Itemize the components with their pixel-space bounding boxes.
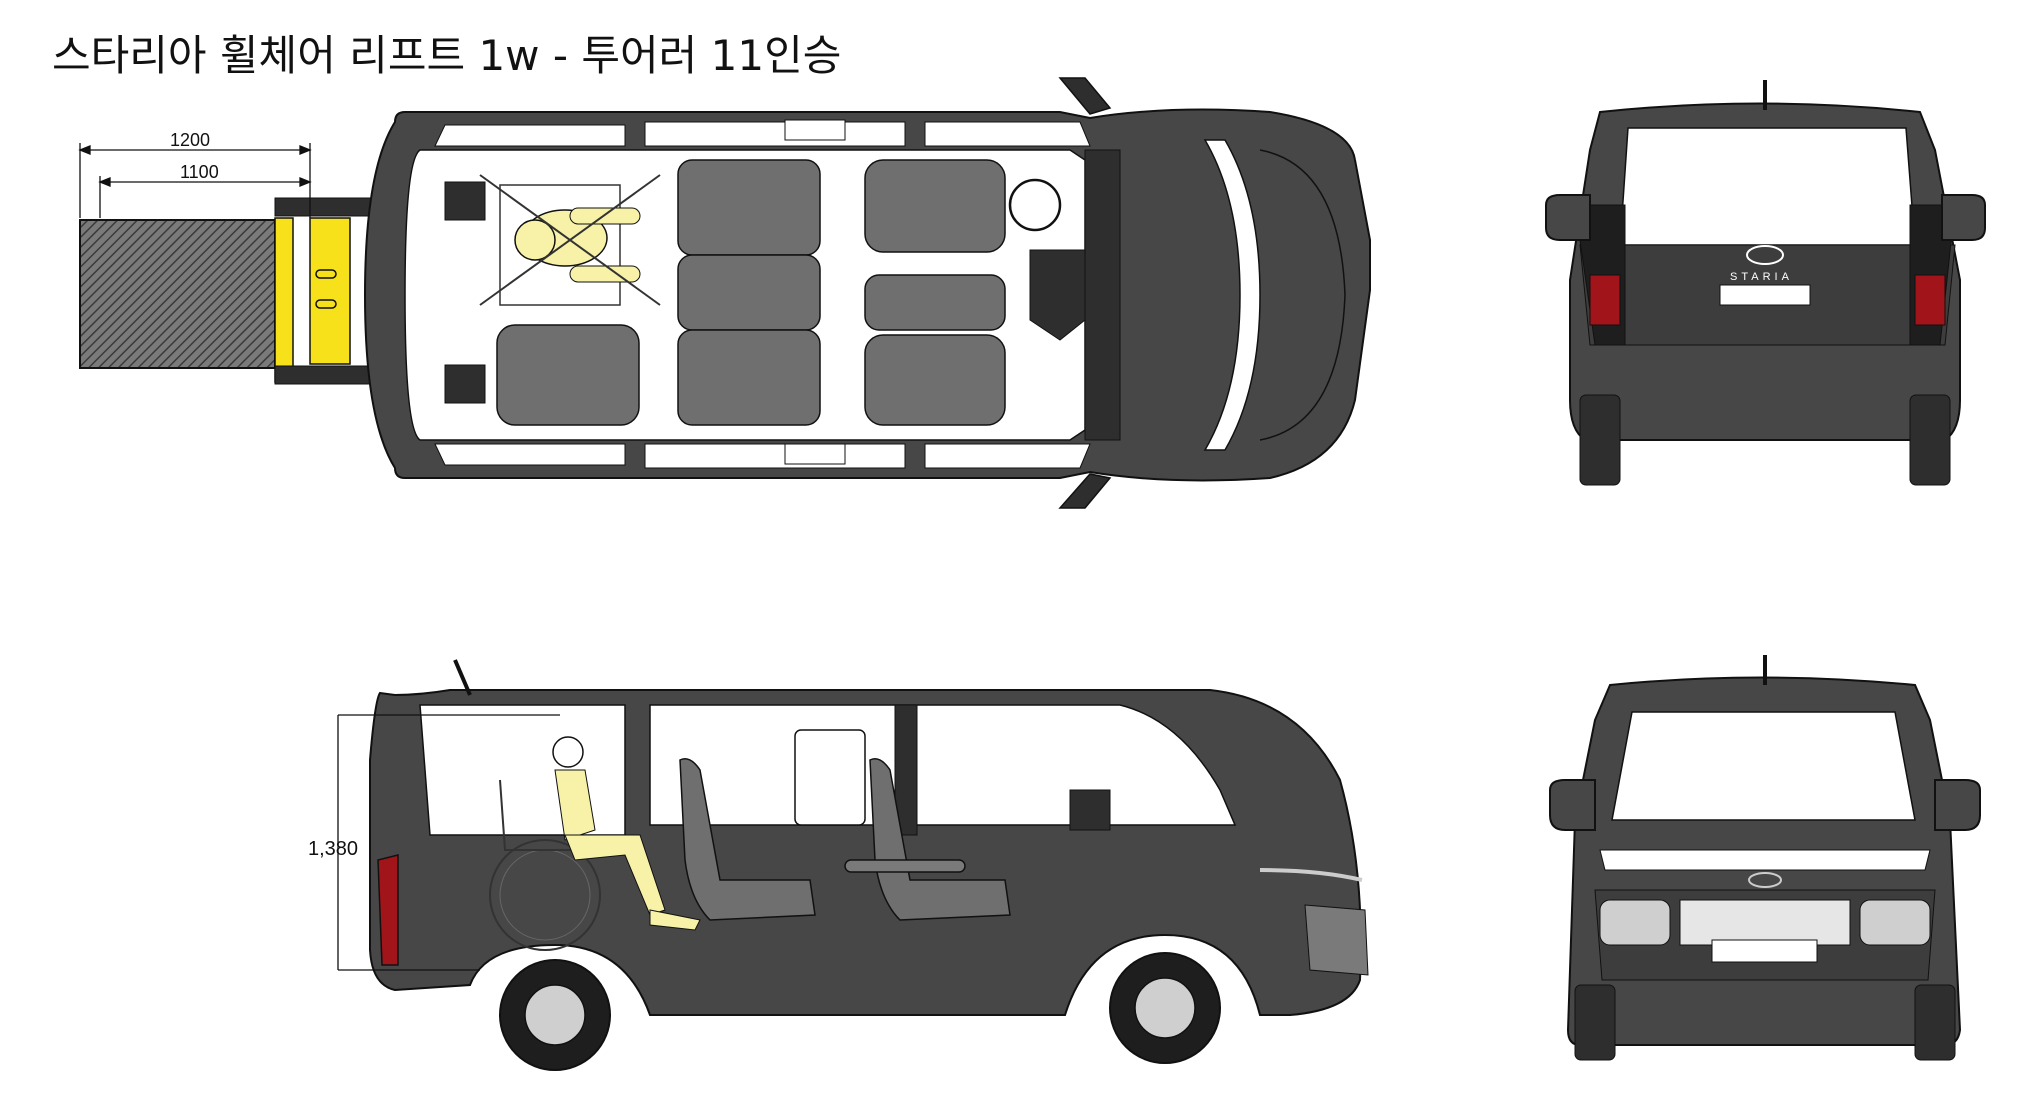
- rear-emblem-text: STARIA: [1730, 271, 1793, 283]
- side-view: 1,380: [308, 659, 1369, 1071]
- interior-height-label: 1,380: [308, 838, 358, 860]
- front-wheel: [1109, 952, 1221, 1064]
- lift-total-width-label: 1200: [170, 130, 210, 150]
- third-row-seat-3: [677, 329, 821, 426]
- steering-wheel-icon: [1008, 178, 1062, 232]
- front-right-headlight: [1859, 899, 1931, 946]
- rear-left-tail-light: [1589, 274, 1621, 326]
- rear-license-plate: [1719, 284, 1811, 306]
- top-view-seats: [496, 159, 1006, 426]
- front-left-headlight: [1599, 899, 1671, 946]
- front-license-plate: [1711, 939, 1818, 963]
- passenger-seat: [864, 334, 1006, 426]
- driver-seat: [864, 159, 1006, 253]
- height-dimension-line: [337, 714, 560, 971]
- lift-dimension-lines: [78, 143, 312, 218]
- rear-left-seat: [496, 324, 640, 426]
- page-title: 스타리아 휠체어 리프트 1w - 투어러 11인승: [52, 31, 842, 80]
- rear-view: STARIA: [1545, 80, 1986, 486]
- hyundai-logo-icon: [1746, 245, 1784, 265]
- second-row-seat-1: [864, 274, 1006, 331]
- side-view-seats: [679, 758, 1011, 921]
- top-view: 1200 1100: [78, 77, 1371, 509]
- third-row-seat-2: [677, 254, 821, 331]
- front-hyundai-logo-icon: [1748, 872, 1782, 888]
- lift-platform: [79, 197, 384, 385]
- third-row-seat-1: [677, 159, 821, 256]
- front-view: [1549, 655, 1981, 1061]
- wheelchair-passenger-top: [479, 174, 661, 306]
- lift-platform-width-label: 1100: [180, 162, 219, 182]
- passenger-side: [552, 736, 701, 931]
- rear-right-tail-light: [1914, 274, 1946, 326]
- rear-wheel: [499, 959, 611, 1071]
